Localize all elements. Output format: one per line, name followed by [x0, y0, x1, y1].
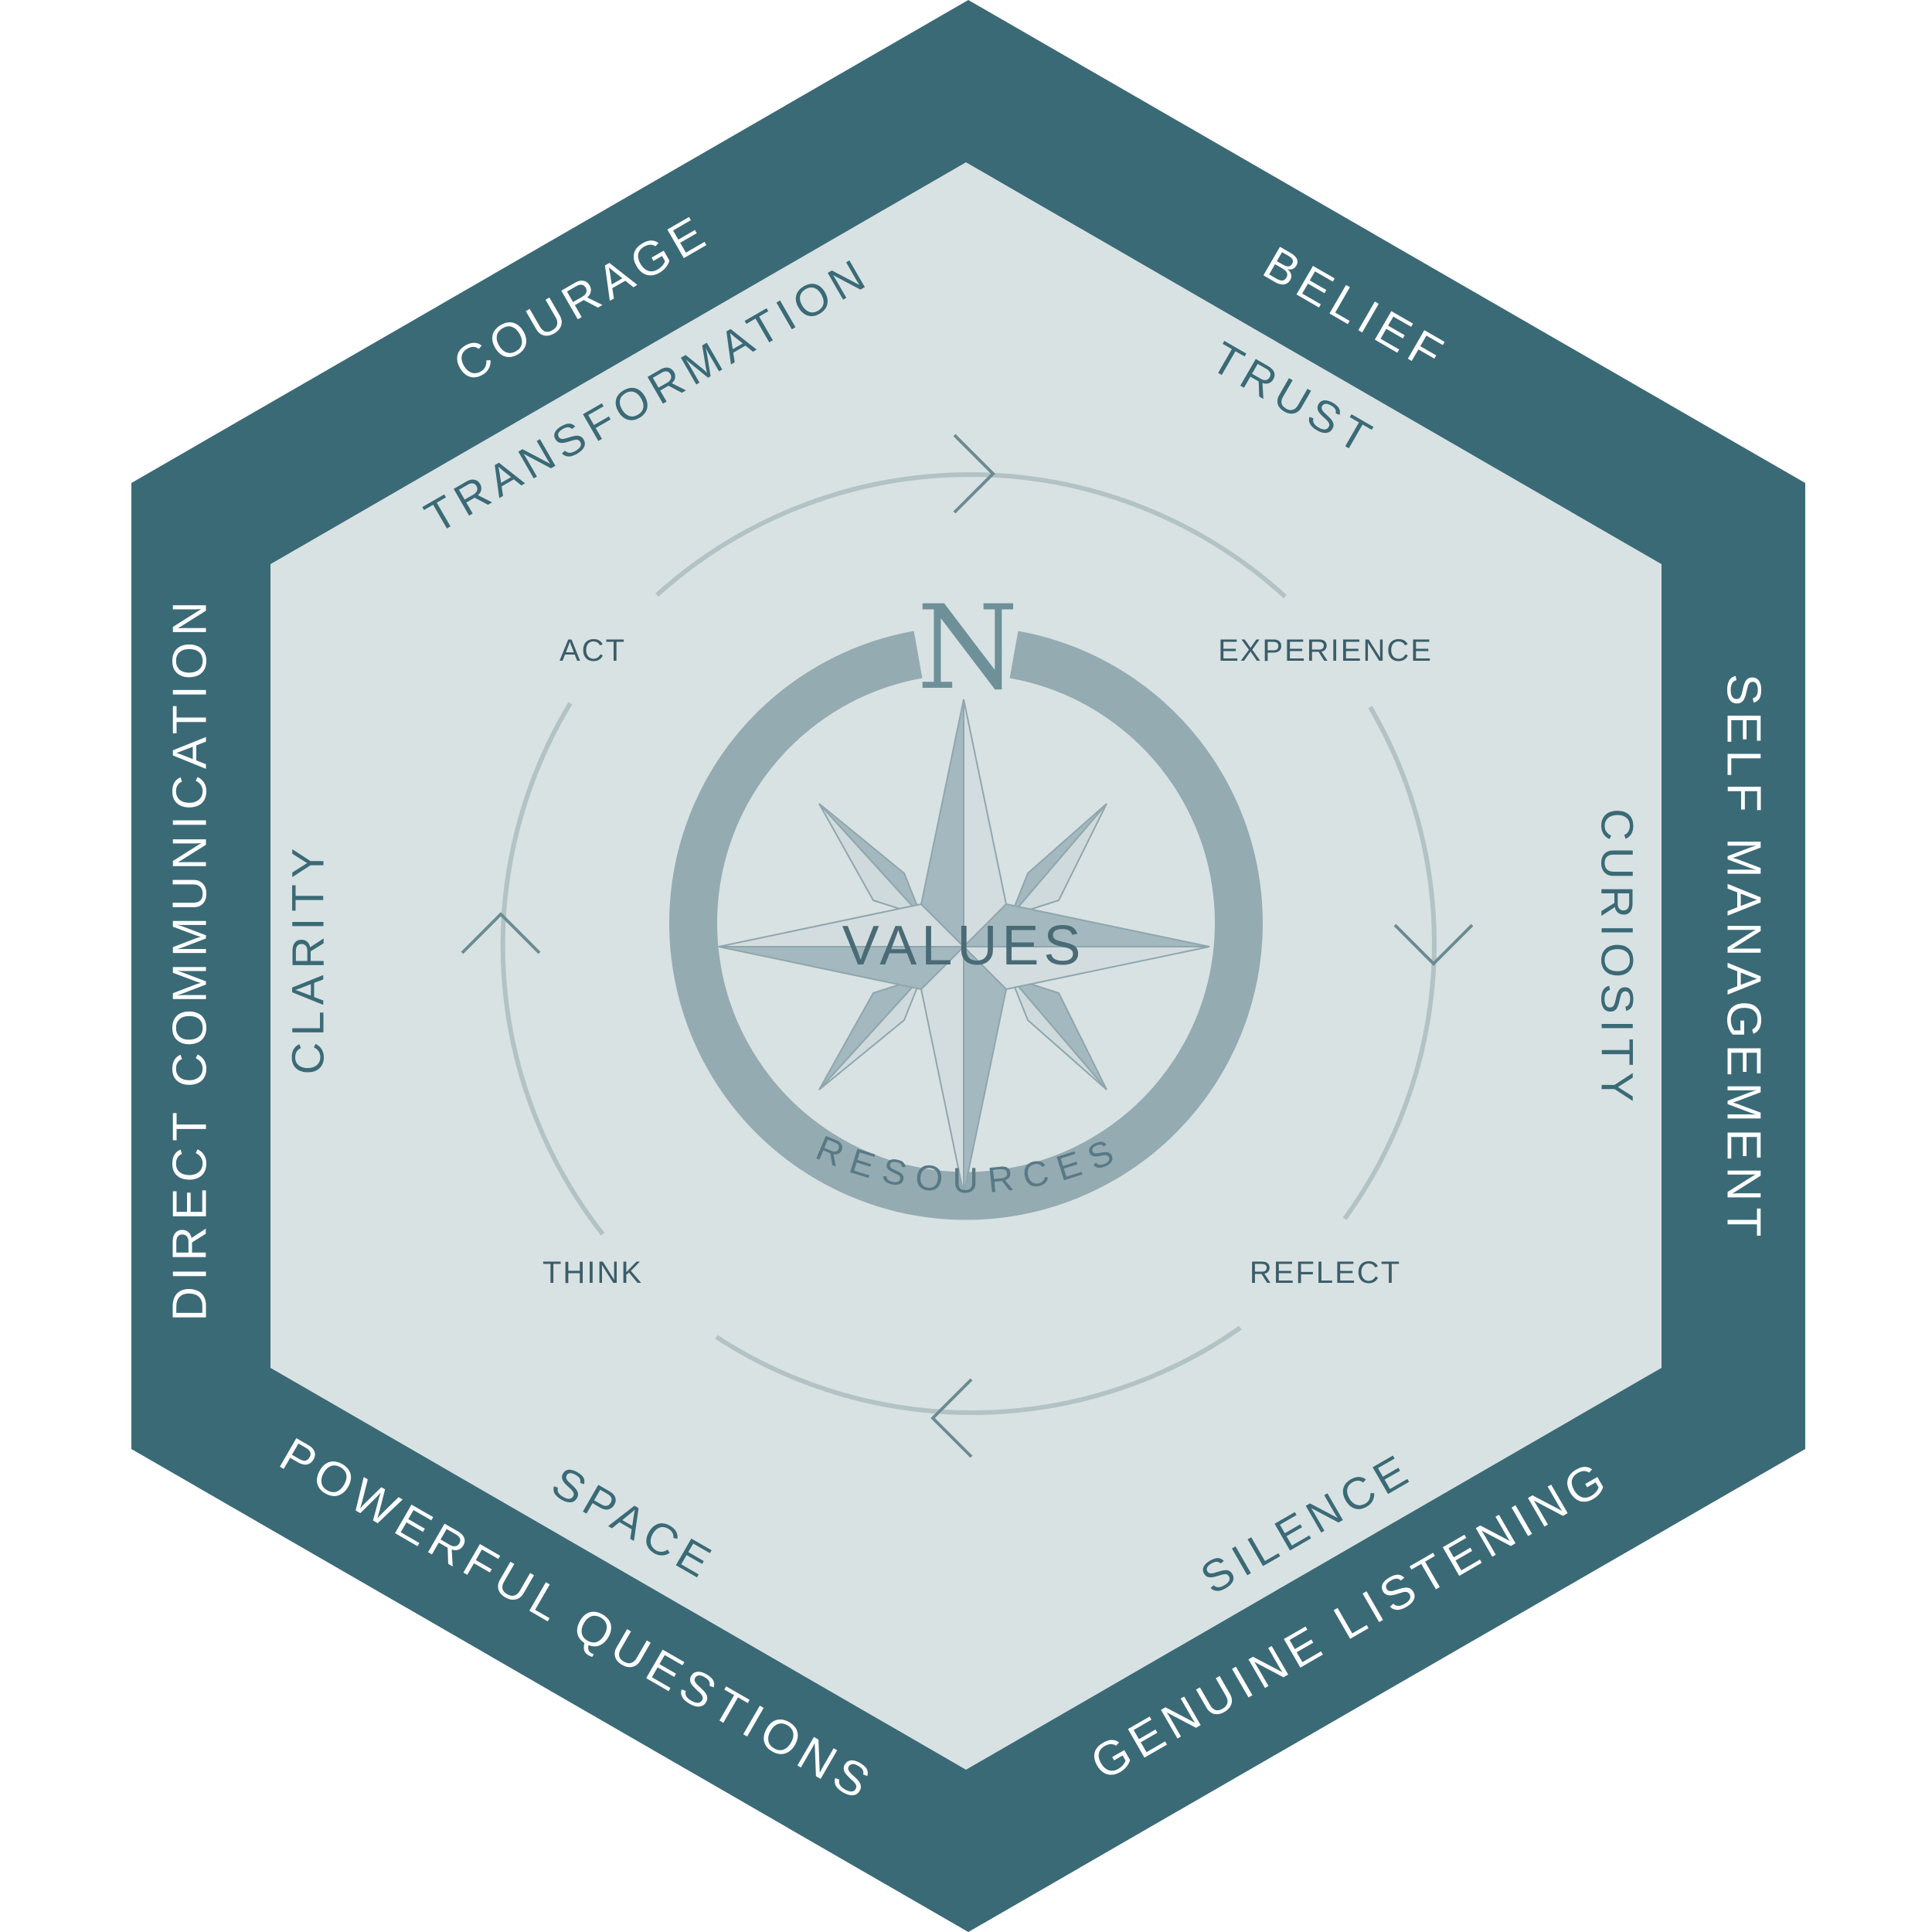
- cycle-arc-top: [655, 472, 1287, 599]
- outer-label-direct-communication: DIRECT COMMUNICATION: [163, 595, 216, 1321]
- cycle-arc-bottom: [715, 1325, 1242, 1415]
- compass-ring: [669, 631, 1263, 1220]
- arrow-right-icon: [953, 434, 995, 514]
- step-act: ACT: [560, 634, 626, 668]
- compass-north-label: N: [917, 581, 1018, 716]
- inner-label-curiosity: CURIOSITY: [1592, 808, 1642, 1108]
- step-reflect: REFLECT: [1250, 1256, 1401, 1290]
- outer-label-self-management: SELF MANAGEMENT: [1717, 674, 1770, 1243]
- cycle-arc-left: [500, 702, 605, 1236]
- compass-star-icon: [718, 699, 1210, 1195]
- step-think: THINK: [543, 1256, 643, 1290]
- arrow-left-icon: [930, 1378, 973, 1458]
- cycle-arc-right: [1342, 706, 1437, 1220]
- arrow-up-icon: [461, 912, 541, 954]
- compass-center-label: VALUES: [842, 915, 1086, 977]
- arrow-down-icon: [1393, 923, 1474, 966]
- step-experience: EXPERIENCE: [1218, 634, 1433, 668]
- inner-label-clarity: CLARITY: [283, 842, 333, 1075]
